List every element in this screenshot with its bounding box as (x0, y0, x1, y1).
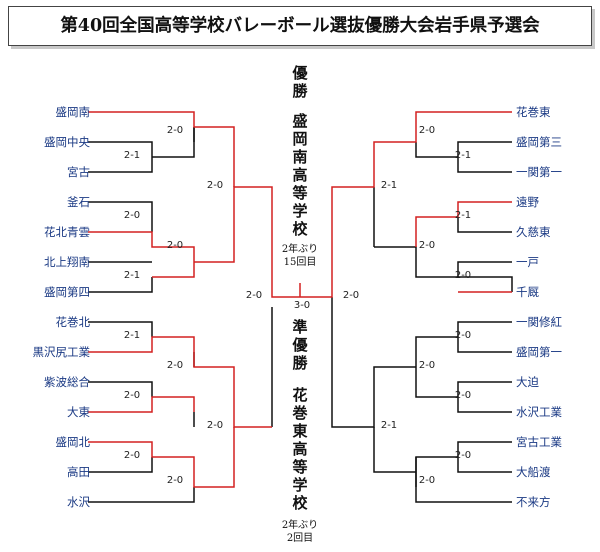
bracket-line (373, 427, 417, 487)
team-name: 釜石 (67, 195, 90, 209)
team-name: 北上翔南 (44, 255, 90, 269)
team-name: 大東 (67, 405, 90, 419)
bracket-line (88, 381, 153, 397)
match-score: 2-0 (418, 360, 436, 371)
winner-note: 2年ぶり (281, 244, 319, 255)
bracket-line (88, 321, 153, 337)
winner-note: 15回目 (283, 257, 317, 268)
bracket-line (88, 427, 235, 488)
match-score: 2-0 (166, 240, 184, 251)
bracket-line (374, 246, 458, 278)
team-name: 大船渡 (516, 465, 551, 479)
team-name: 宮古工業 (516, 435, 562, 449)
bracket-line (88, 457, 153, 473)
team-name: 不来方 (516, 495, 551, 509)
team-name: 一関第一 (516, 165, 562, 179)
winner-team: 盛 岡 南 高 等 学 校 (292, 112, 308, 238)
page-title: 第40回全国高等学校バレーボール選抜優勝大会岩手県予選会 (8, 6, 592, 46)
bracket-line (300, 111, 512, 298)
team-name: 盛岡中央 (44, 135, 90, 149)
team-name: 紫波総合 (44, 375, 90, 389)
winner-label: 優 勝 (292, 64, 308, 100)
match-score: 2-0 (454, 330, 472, 341)
team-name: 一戸 (516, 255, 539, 269)
match-score: 2-0 (166, 360, 184, 371)
final-score: 3-0 (293, 300, 311, 311)
match-score: 2-0 (454, 390, 472, 401)
bracket-line (331, 297, 416, 428)
match-score: 2-0 (206, 420, 224, 431)
team-name: 久慈東 (516, 225, 551, 239)
team-name: 盛岡南 (55, 105, 91, 119)
team-name: 花北青雲 (44, 225, 90, 239)
team-name: 花巻北 (55, 315, 91, 329)
team-name: 花巻東 (516, 105, 551, 119)
match-score: 2-0 (123, 210, 141, 221)
match-score: 2-0 (454, 450, 472, 461)
match-score: 2-0 (206, 180, 224, 191)
bracket-line (88, 336, 272, 428)
bracket-line (415, 142, 458, 158)
match-score: 2-1 (123, 330, 141, 341)
match-score: 2-1 (454, 150, 472, 161)
bracket-line (88, 231, 195, 278)
bracket-line (194, 186, 300, 298)
team-name: 大迫 (516, 375, 539, 389)
team-name: 盛岡第一 (516, 345, 562, 359)
match-score: 2-0 (454, 270, 472, 281)
runner-up-label: 準 優 勝 (292, 318, 308, 372)
team-name: 遠野 (516, 195, 539, 209)
team-name: 高田 (67, 465, 90, 479)
match-score: 2-1 (380, 180, 398, 191)
runner-up-team: 花 巻 東 高 等 学 校 (292, 386, 308, 512)
match-score: 2-0 (418, 240, 436, 251)
bracket-line (88, 201, 153, 232)
team-name: 盛岡北 (55, 435, 91, 449)
match-score: 2-0 (418, 475, 436, 486)
team-name: 水沢工業 (516, 405, 562, 419)
bracket-line (457, 217, 512, 233)
match-score: 2-0 (123, 390, 141, 401)
team-name: 宮古 (67, 165, 90, 179)
bracket-line (88, 487, 195, 503)
team-name: 盛岡第三 (516, 135, 562, 149)
match-score: 2-1 (380, 420, 398, 431)
runner-up-note: 2回目 (286, 533, 314, 544)
team-name: 盛岡第四 (44, 285, 90, 299)
match-score: 2-0 (245, 290, 263, 301)
team-name: 一関修紅 (516, 315, 562, 329)
bracket-line (88, 396, 195, 413)
bracket-line (88, 111, 235, 187)
bracket-line (415, 201, 512, 247)
bracket-line (88, 277, 153, 293)
match-score: 2-0 (166, 475, 184, 486)
team-name: 千厩 (516, 285, 539, 299)
bracket-line (415, 487, 512, 503)
match-score: 2-1 (454, 210, 472, 221)
match-score: 2-0 (418, 125, 436, 136)
team-name: 水沢 (67, 495, 90, 509)
runner-up-note: 2年ぶり (281, 520, 319, 531)
match-score: 2-1 (123, 150, 141, 161)
match-score: 2-0 (123, 450, 141, 461)
match-score: 2-0 (342, 290, 360, 301)
match-score: 2-0 (166, 125, 184, 136)
match-score: 2-1 (123, 270, 141, 281)
team-name: 黒沢尻工業 (32, 345, 91, 359)
